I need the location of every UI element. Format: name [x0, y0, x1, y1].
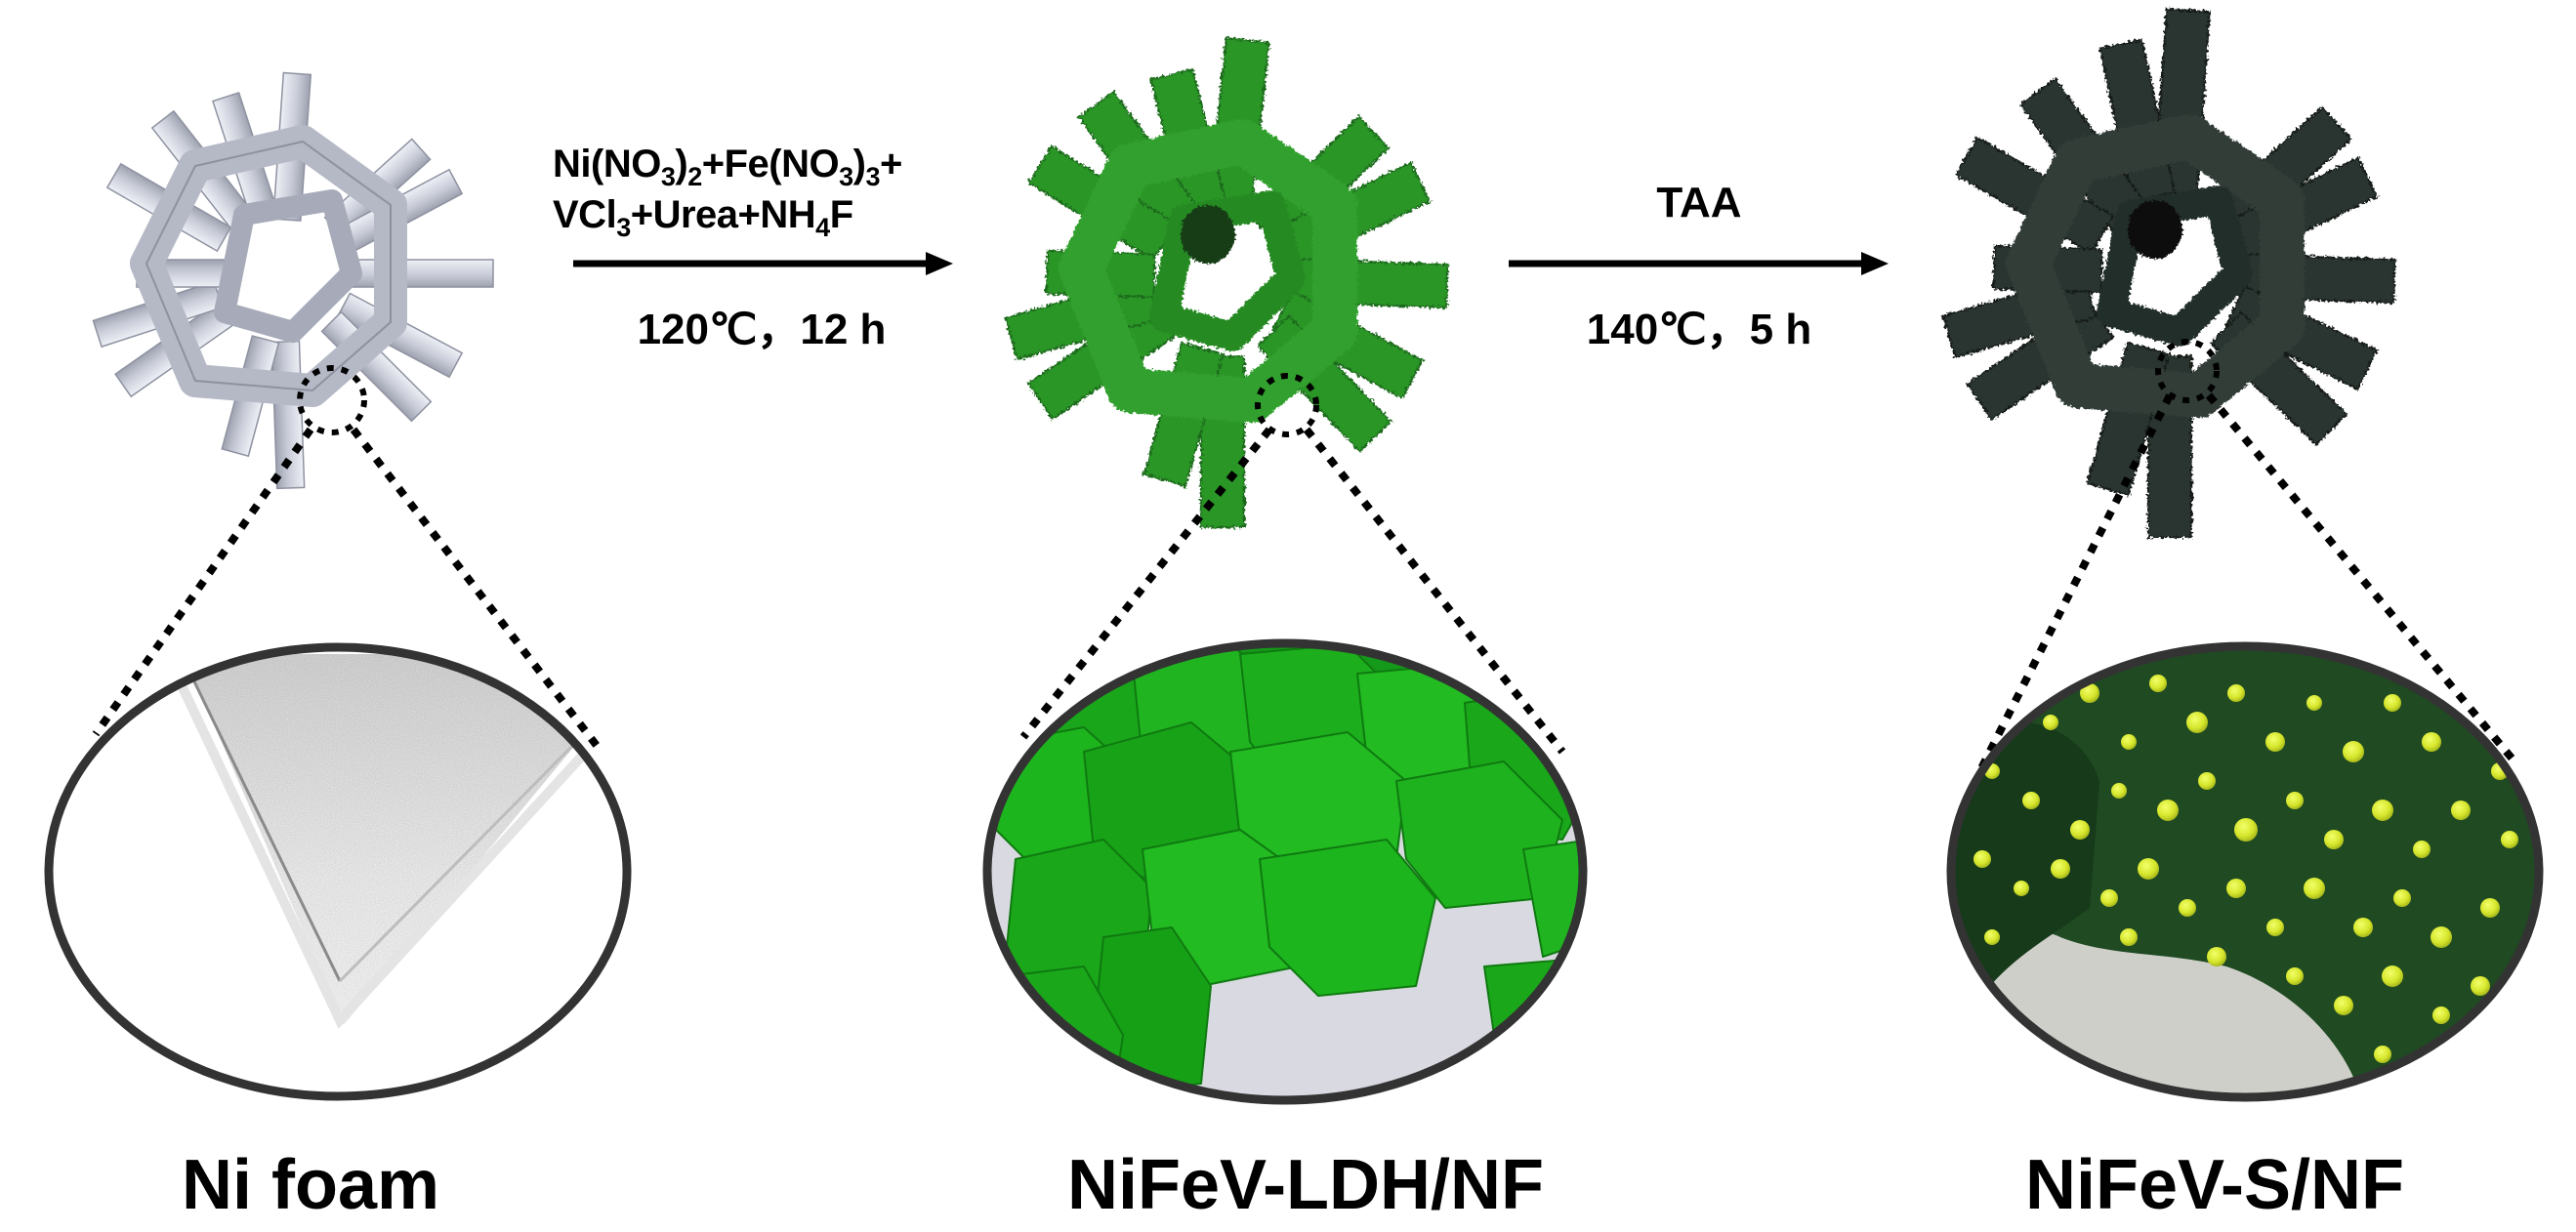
step-1-condition: 120℃，12 h — [637, 306, 887, 353]
label-nifev-s: NiFeV-S/NF — [2024, 1146, 2405, 1224]
ni-foam-zoom-lens — [44, 642, 632, 1101]
nifev-s-structure-icon — [1941, 8, 2396, 538]
ni-foam-focus-circle — [297, 365, 367, 435]
ldh-zoom-lens — [982, 638, 1588, 1105]
nifev-s-zoom-lens — [1946, 641, 2544, 1102]
label-ni-foam: Ni foam — [181, 1146, 440, 1224]
ldh-focus-circle — [1255, 373, 1319, 437]
step-2-arrow — [1509, 252, 1889, 275]
step-2-reagent: TAA — [1656, 179, 1742, 226]
step-1-reagents-line-2: VCl3+Urea+NH4F — [553, 193, 853, 242]
step-1-arrow — [573, 252, 953, 275]
zoom-projection-lines — [92, 392, 2518, 778]
nifev-s-focus-circle — [2155, 339, 2220, 403]
step-1-reagents-line-1: Ni(NO3)2+Fe(NO3)3+ — [553, 143, 902, 191]
ni-foam-structure-icon — [92, 71, 494, 490]
step-2-condition: 140℃，5 h — [1586, 306, 1812, 353]
label-nifev-ldh: NiFeV-LDH/NF — [1066, 1146, 1545, 1224]
nifev-ldh-structure-icon — [1004, 36, 1449, 528]
